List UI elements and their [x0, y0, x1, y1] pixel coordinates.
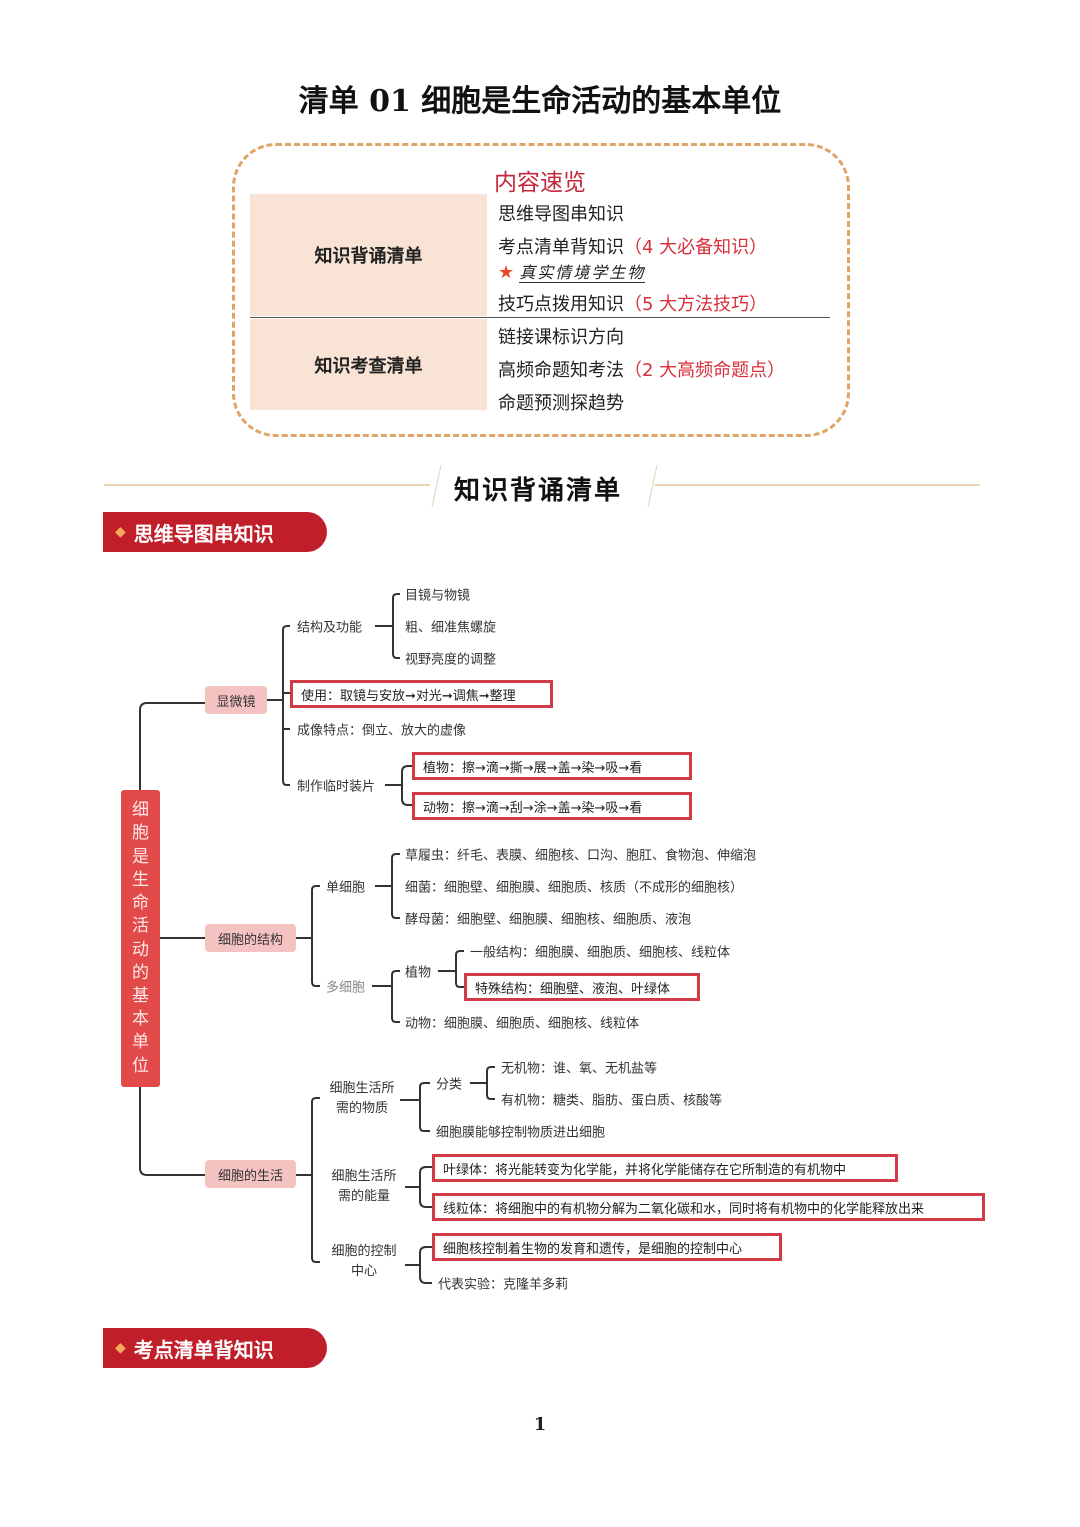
overview-group-label: 知识背诵清单: [250, 194, 487, 316]
leaf: 细胞膜能够控制物质进出细胞: [436, 1125, 606, 1141]
leaf: 细菌：细胞壁、细胞膜、细胞质、核质（不成形的细胞核）: [405, 880, 744, 896]
diamond-icon: ◆: [115, 524, 126, 540]
section-line-right: [655, 484, 980, 486]
node-slides: 制作临时装片: [297, 779, 376, 795]
highlight-box: 使用：取镜与安放➞对光➞调焦➞整理: [290, 680, 553, 708]
section-banner: ◆思维导图串知识: [103, 512, 327, 552]
node-single-cell: 单细胞: [326, 880, 366, 896]
leaf: 一般结构：细胞膜、细胞质、细胞核、线粒体: [470, 945, 731, 961]
highlight-box: 线粒体：将细胞中的有机物分解为二氧化碳和水，同时将有机物中的化学能释放出来: [432, 1193, 985, 1221]
node-multi-cell: 多细胞: [326, 980, 366, 996]
node-microscope: 显微镜: [205, 686, 267, 714]
node-structure-function: 结构及功能: [297, 620, 363, 636]
section-line-left: [104, 484, 430, 486]
mindmap-root: 细胞是生命活动的基本单位: [121, 790, 160, 1087]
overview-item: 链接课标识方向: [498, 327, 624, 348]
highlight-box: 动物：擦→滴→刮→涂→盖→染→吸→看: [412, 792, 692, 820]
overview-item: 技巧点拨用知识（5 大方法技巧）: [498, 294, 768, 315]
section-title: 知识背诵清单: [454, 476, 623, 506]
node-matter: 细胞生活所需的物质: [329, 1081, 395, 1116]
highlight-box: 叶绿体：将光能转变为化学能，并将化学能储存在它所制造的有机物中: [432, 1154, 898, 1182]
leaf: 粗、细准焦螺旋: [405, 620, 497, 636]
overview-item: 高频命题知考法（2 大高频命题点）: [498, 360, 786, 381]
node-energy: 细胞生活所需的能量: [331, 1169, 397, 1204]
node-cell-life: 细胞的生活: [205, 1160, 296, 1188]
star-icon: ★: [498, 262, 515, 283]
leaf: 成像特点：倒立、放大的虚像: [297, 723, 467, 739]
overview-divider: [250, 317, 830, 318]
leaf: 有机物：糖类、脂肪、蛋白质、核酸等: [501, 1093, 723, 1109]
overview-item: ★ 真实情境学生物: [498, 262, 646, 283]
leaf: 视野亮度的调整: [405, 652, 497, 668]
node-classify: 分类: [436, 1077, 463, 1093]
overview-box: [232, 143, 850, 437]
leaf: 代表实验：克隆羊多莉: [438, 1277, 569, 1293]
overview-group-label: 知识考查清单: [250, 319, 487, 410]
highlight-box: 细胞核控制着生物的发育和遗传，是细胞的控制中心: [432, 1233, 782, 1261]
overview-item: 考点清单背知识（4 大必备知识）: [498, 237, 768, 258]
node-plant: 植物: [405, 965, 432, 981]
leaf: 草履虫：纤毛、表膜、细胞核、口沟、胞肛、食物泡、伸缩泡: [405, 848, 757, 864]
leaf: 目镜与物镜: [405, 588, 471, 604]
highlight-box: 植物：擦→滴→撕→展→盖→染→吸→看: [412, 752, 692, 780]
overview-item: 思维导图串知识: [498, 204, 624, 225]
overview-item: 命题预测探趋势: [498, 393, 624, 414]
node-cell-structure: 细胞的结构: [205, 924, 296, 952]
page-number: 1: [533, 1414, 547, 1435]
page-title: 清单 01 细胞是生命活动的基本单位: [298, 84, 782, 119]
overview-heading: 内容速览: [494, 170, 586, 196]
section-banner: ◆考点清单背知识: [103, 1328, 327, 1368]
leaf: 无机物：谁、氧、无机盐等: [501, 1061, 658, 1077]
leaf: 酵母菌：细胞壁、细胞膜、细胞核、细胞质、液泡: [405, 912, 692, 928]
highlight-box: 特殊结构：细胞壁、液泡、叶绿体: [464, 973, 700, 1001]
leaf: 动物：细胞膜、细胞质、细胞核、线粒体: [405, 1016, 640, 1032]
node-control-center: 细胞的控制中心: [331, 1244, 397, 1279]
diamond-icon: ◆: [115, 1340, 126, 1356]
